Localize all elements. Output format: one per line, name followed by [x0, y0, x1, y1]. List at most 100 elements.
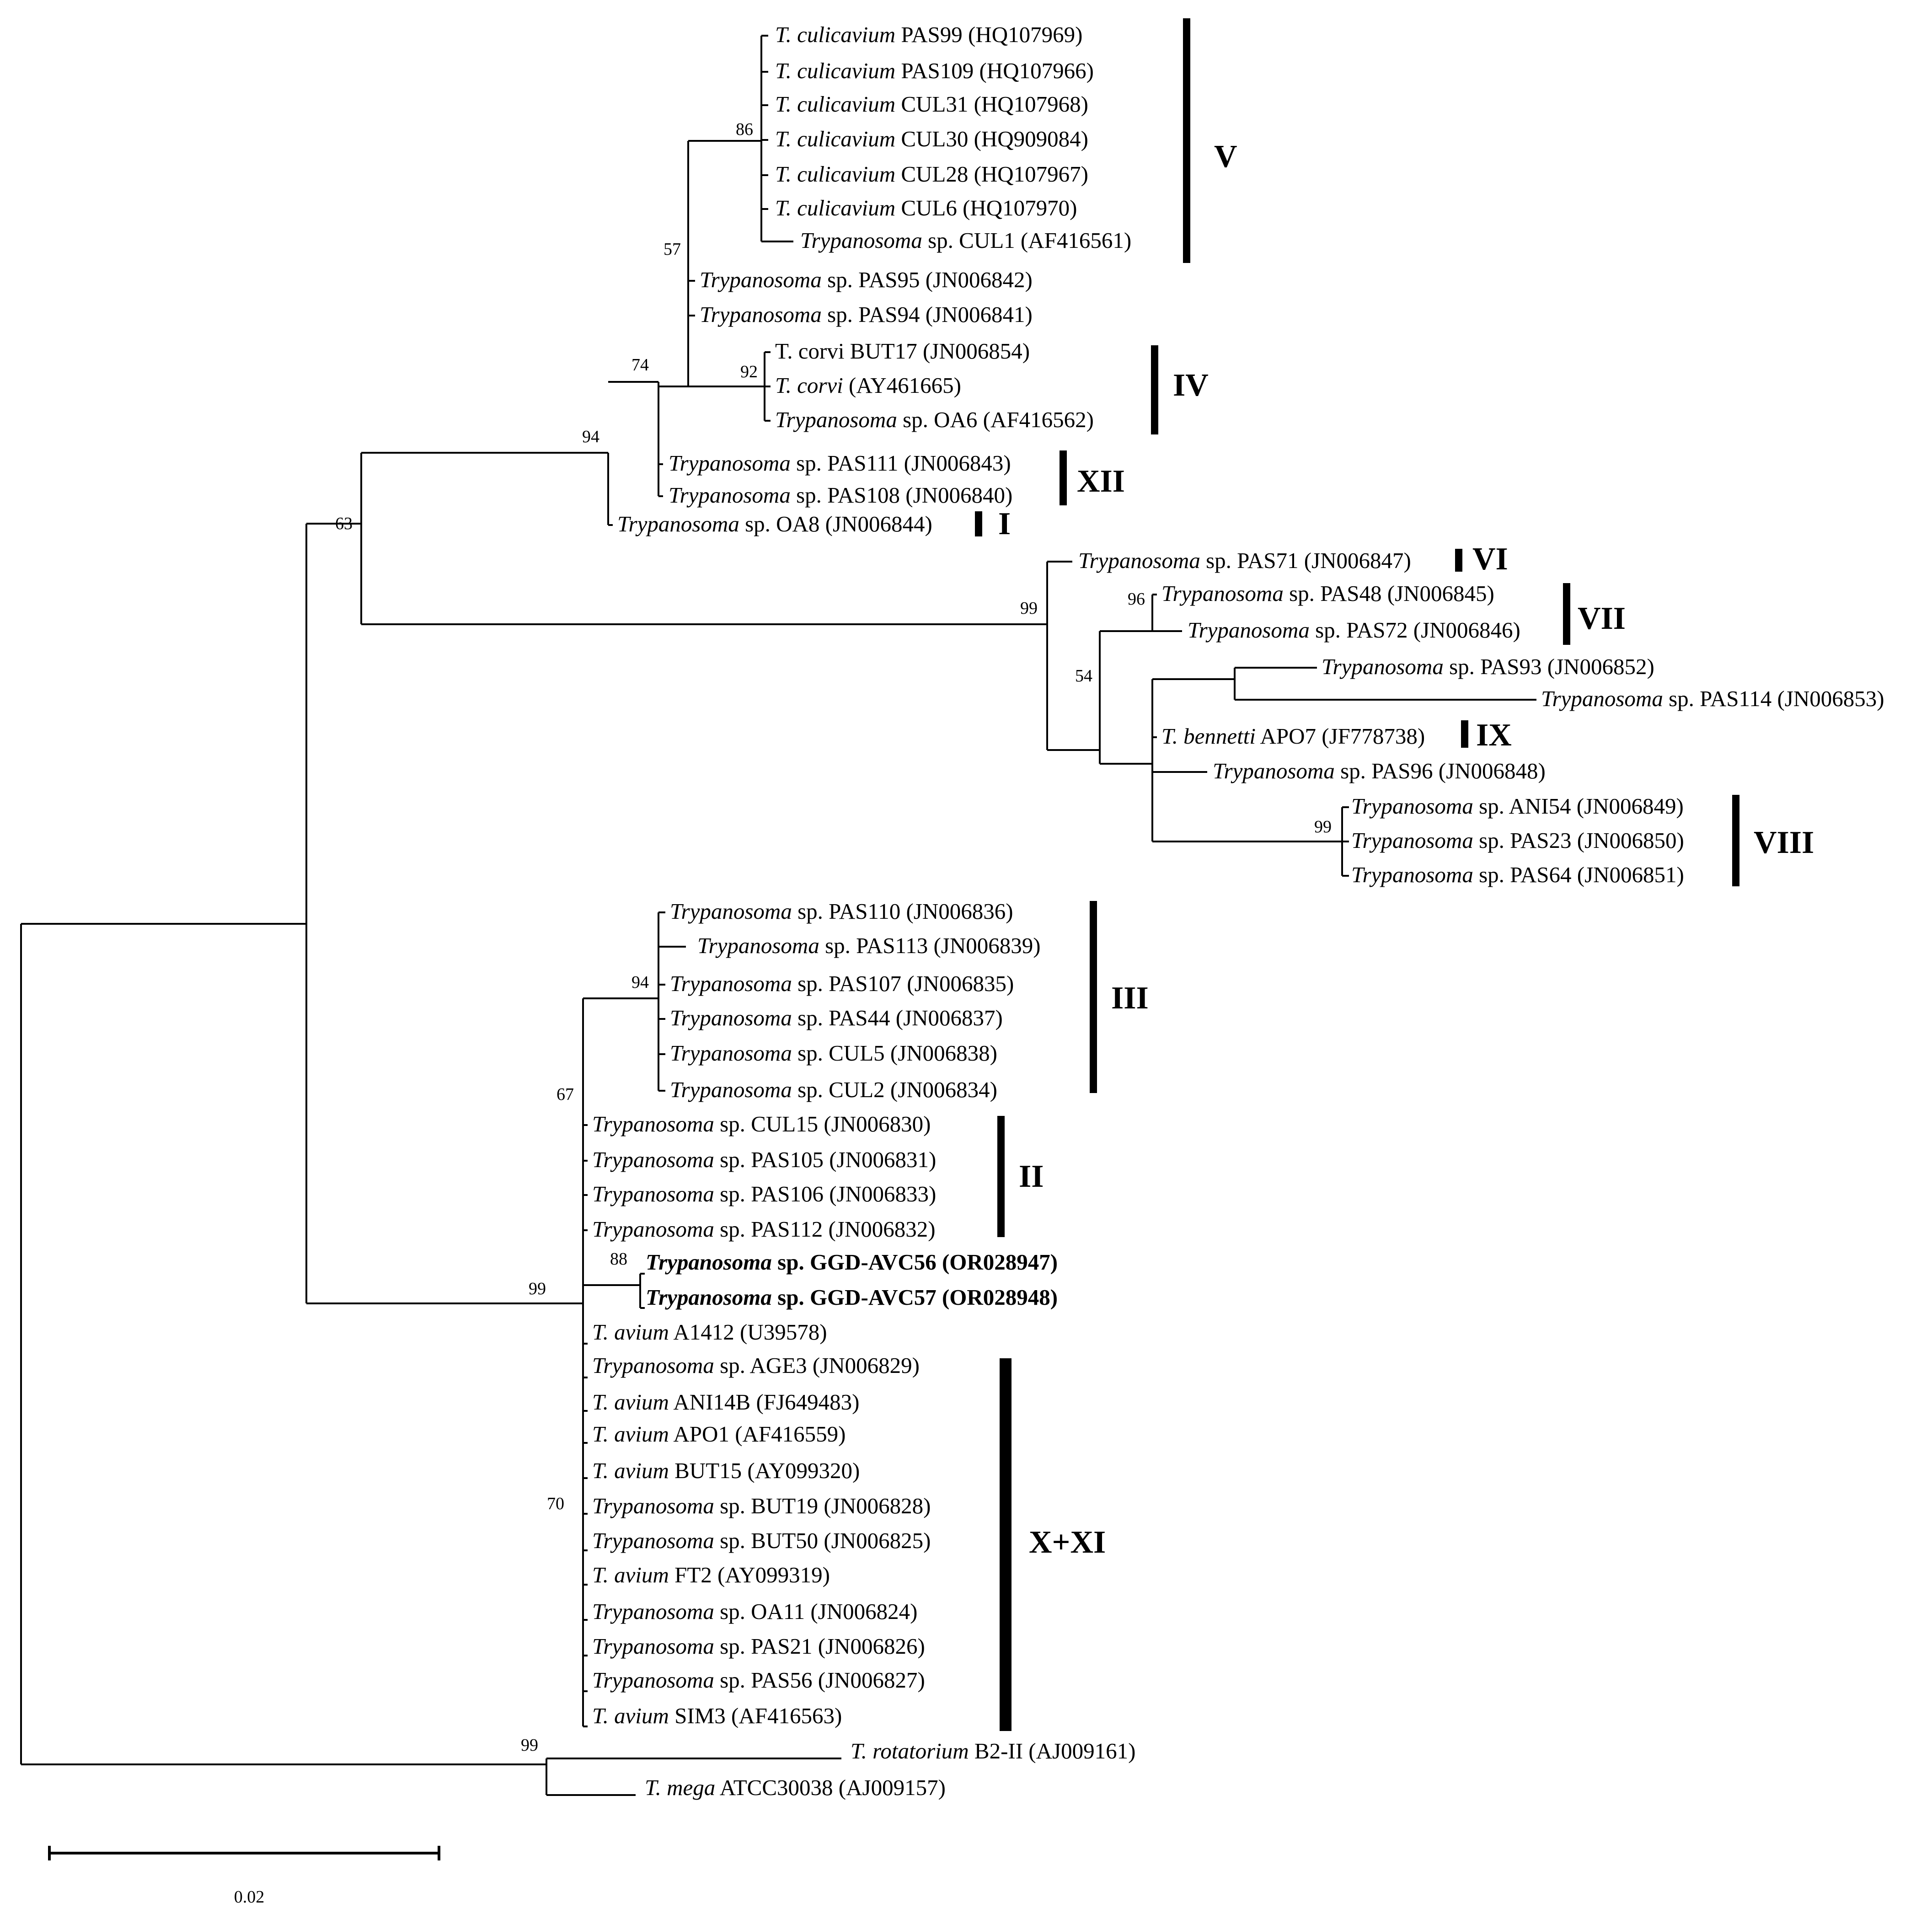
leaf-pas44: Trypanosoma sp. PAS44 (JN006837) [670, 1005, 1003, 1030]
leaf-pas110: Trypanosoma sp. PAS110 (JN006836) [670, 899, 1013, 924]
leaf-avc57: Trypanosoma sp. GGD-AVC57 (OR028948) [646, 1285, 1058, 1310]
leaf-ani54: Trypanosoma sp. ANI54 (JN006849) [1351, 793, 1684, 819]
bootstrap-value: 67 [557, 1085, 574, 1104]
bootstrap-value: 99 [1020, 599, 1038, 618]
bootstrap-value: 92 [740, 362, 758, 381]
clade-bars [975, 18, 1739, 1731]
leaf-cul30: T. culicavium CUL30 (HQ909084) [775, 126, 1088, 151]
leaf-pas64: Trypanosoma sp. PAS64 (JN006851) [1351, 862, 1684, 887]
leaf-age3: Trypanosoma sp. AGE3 (JN006829) [592, 1353, 920, 1378]
clade-label-ii: II [1019, 1159, 1044, 1194]
clade-bar-iv [1151, 345, 1158, 434]
leaf-pas113: Trypanosoma sp. PAS113 (JN006839) [697, 933, 1041, 958]
leaf-pas71: Trypanosoma sp. PAS71 (JN006847) [1078, 548, 1411, 573]
clade-bar-viii [1732, 795, 1739, 886]
clade-label-xxi: X+XI [1029, 1525, 1106, 1560]
leaf-cul15: Trypanosoma sp. CUL15 (JN006830) [592, 1111, 931, 1136]
leaf-pas72: Trypanosoma sp. PAS72 (JN006846) [1188, 617, 1520, 643]
clade-label-vi: VI [1472, 541, 1508, 577]
leaf-pas108: Trypanosoma sp. PAS108 (JN006840) [669, 482, 1012, 508]
clade-label-xii: XII [1077, 464, 1125, 499]
bootstrap-value: 96 [1128, 590, 1145, 609]
bootstrap-value: 99 [529, 1279, 546, 1298]
bootstrap-value: 54 [1075, 666, 1092, 686]
leaf-pas95: Trypanosoma sp. PAS95 (JN006842) [700, 267, 1033, 292]
clade-bar-vii [1563, 583, 1570, 645]
bootstrap-value: 70 [547, 1494, 564, 1513]
leaf-pas21: Trypanosoma sp. PAS21 (JN006826) [592, 1634, 925, 1659]
leaf-but50: Trypanosoma sp. BUT50 (JN006825) [592, 1528, 931, 1553]
leaf-cul2: Trypanosoma sp. CUL2 (JN006834) [670, 1077, 997, 1102]
leaf-corvi: T. corvi (AY461665) [775, 373, 961, 398]
tree-branches [20, 35, 1536, 1796]
leaf-sim3: T. avium SIM3 (AF416563) [592, 1703, 842, 1728]
leaf-but17: T. corvi BUT17 (JN006854) [775, 338, 1030, 364]
clade-bar-v [1183, 18, 1190, 263]
leaf-pas99: T. culicavium PAS99 (HQ107969) [775, 22, 1082, 47]
clade-label-iv: IV [1173, 368, 1209, 403]
clade-bar-ix [1461, 720, 1468, 748]
clade-bar-ii [997, 1116, 1005, 1237]
clade-label-iii: III [1111, 981, 1149, 1016]
leaf-mega: T. mega ATCC30038 (AJ009157) [645, 1775, 946, 1800]
leaf-but19: Trypanosoma sp. BUT19 (JN006828) [592, 1493, 931, 1518]
leaf-cul28: T. culicavium CUL28 (HQ107967) [775, 161, 1088, 187]
scale-bar-line [48, 1846, 440, 1860]
leaf-pas93: Trypanosoma sp. PAS93 (JN006852) [1322, 654, 1654, 679]
leaf-ft2: T. avium FT2 (AY099319) [592, 1562, 830, 1587]
leaf-ani14b: T. avium ANI14B (FJ649483) [592, 1389, 859, 1415]
clade-bar-xii [1060, 450, 1067, 505]
clade-bar-iii [1090, 901, 1097, 1093]
node-94-upper [607, 453, 613, 526]
bootstrap-values: 86 57 74 92 94 63 99 96 54 99 94 67 99 8… [335, 120, 1332, 1755]
clade-label-v: V [1214, 139, 1237, 174]
leaf-pas107: Trypanosoma sp. PAS107 (JN006835) [670, 971, 1014, 996]
leaf-apo1: T. avium APO1 (AF416559) [592, 1421, 846, 1447]
bootstrap-value: 99 [1314, 817, 1332, 836]
clade-bar-i [975, 511, 982, 536]
bootstrap-value: 88 [610, 1249, 627, 1269]
bootstrap-value: 63 [335, 514, 353, 533]
root-branch [20, 923, 546, 1765]
clade-label-ix: IX [1476, 718, 1512, 753]
leaf-cul1: Trypanosoma sp. CUL1 (AF416561) [800, 228, 1131, 253]
leaf-pas114: Trypanosoma sp. PAS114 (JN006853) [1541, 686, 1884, 711]
scale-bar: 0.02 [48, 1846, 440, 1907]
leaf-apo7: T. bennetti APO7 (JF778738) [1161, 724, 1425, 749]
bootstrap-value: 57 [664, 240, 681, 259]
clade-labels: V IV XII I VI VII IX VIII III II X+XI [998, 139, 1814, 1560]
clade-bar-vi [1455, 549, 1462, 572]
leaf-pas105: Trypanosoma sp. PAS105 (JN006831) [592, 1147, 936, 1172]
leaf-pas106: Trypanosoma sp. PAS106 (JN006833) [592, 1181, 936, 1206]
clade-label-i: I [998, 506, 1011, 541]
leaf-cul31: T. culicavium CUL31 (HQ107968) [775, 91, 1088, 117]
leaf-avc56: Trypanosoma sp. GGD-AVC56 (OR028947) [646, 1249, 1058, 1275]
leaf-pas111: Trypanosoma sp. PAS111 (JN006843) [669, 450, 1011, 476]
leaf-pas112: Trypanosoma sp. PAS112 (JN006832) [592, 1217, 936, 1242]
clade-label-vii: VII [1578, 601, 1626, 636]
bootstrap-value: 94 [582, 427, 599, 446]
leaf-pas109: T. culicavium PAS109 (HQ107966) [775, 58, 1094, 83]
leaf-cul5: Trypanosoma sp. CUL5 (JN006838) [670, 1040, 997, 1066]
leaf-labels: T. culicavium PAS99 (HQ107969) T. culica… [592, 22, 1884, 1800]
leaf-pas48: Trypanosoma sp. PAS48 (JN006845) [1161, 581, 1494, 606]
leaf-oa8: Trypanosoma sp. OA8 (JN006844) [617, 511, 932, 536]
leaf-but15: T. avium BUT15 (AY099320) [592, 1458, 860, 1483]
bootstrap-value: 74 [632, 355, 649, 375]
leaf-oa6: Trypanosoma sp. OA6 (AF416562) [775, 407, 1094, 432]
clade-label-viii: VIII [1754, 825, 1814, 860]
leaf-pas96: Trypanosoma sp. PAS96 (JN006848) [1213, 758, 1546, 783]
scale-bar-label: 0.02 [234, 1887, 265, 1907]
leaf-pas23: Trypanosoma sp. PAS23 (JN006850) [1351, 828, 1684, 853]
leaf-pas56: Trypanosoma sp. PAS56 (JN006827) [592, 1667, 925, 1693]
bootstrap-value: 94 [632, 973, 649, 992]
leaf-rotatorium: T. rotatorium B2-II (AJ009161) [851, 1738, 1135, 1763]
clade-bar-xxi [1000, 1358, 1011, 1731]
leaf-cul6: T. culicavium CUL6 (HQ107970) [775, 195, 1077, 220]
leaf-pas94: Trypanosoma sp. PAS94 (JN006841) [700, 302, 1033, 327]
leaf-oa11: Trypanosoma sp. OA11 (JN006824) [592, 1599, 917, 1624]
bootstrap-value: 99 [521, 1736, 538, 1755]
leaf-a1412: T. avium A1412 (U39578) [592, 1319, 827, 1345]
bootstrap-value: 86 [736, 120, 753, 139]
